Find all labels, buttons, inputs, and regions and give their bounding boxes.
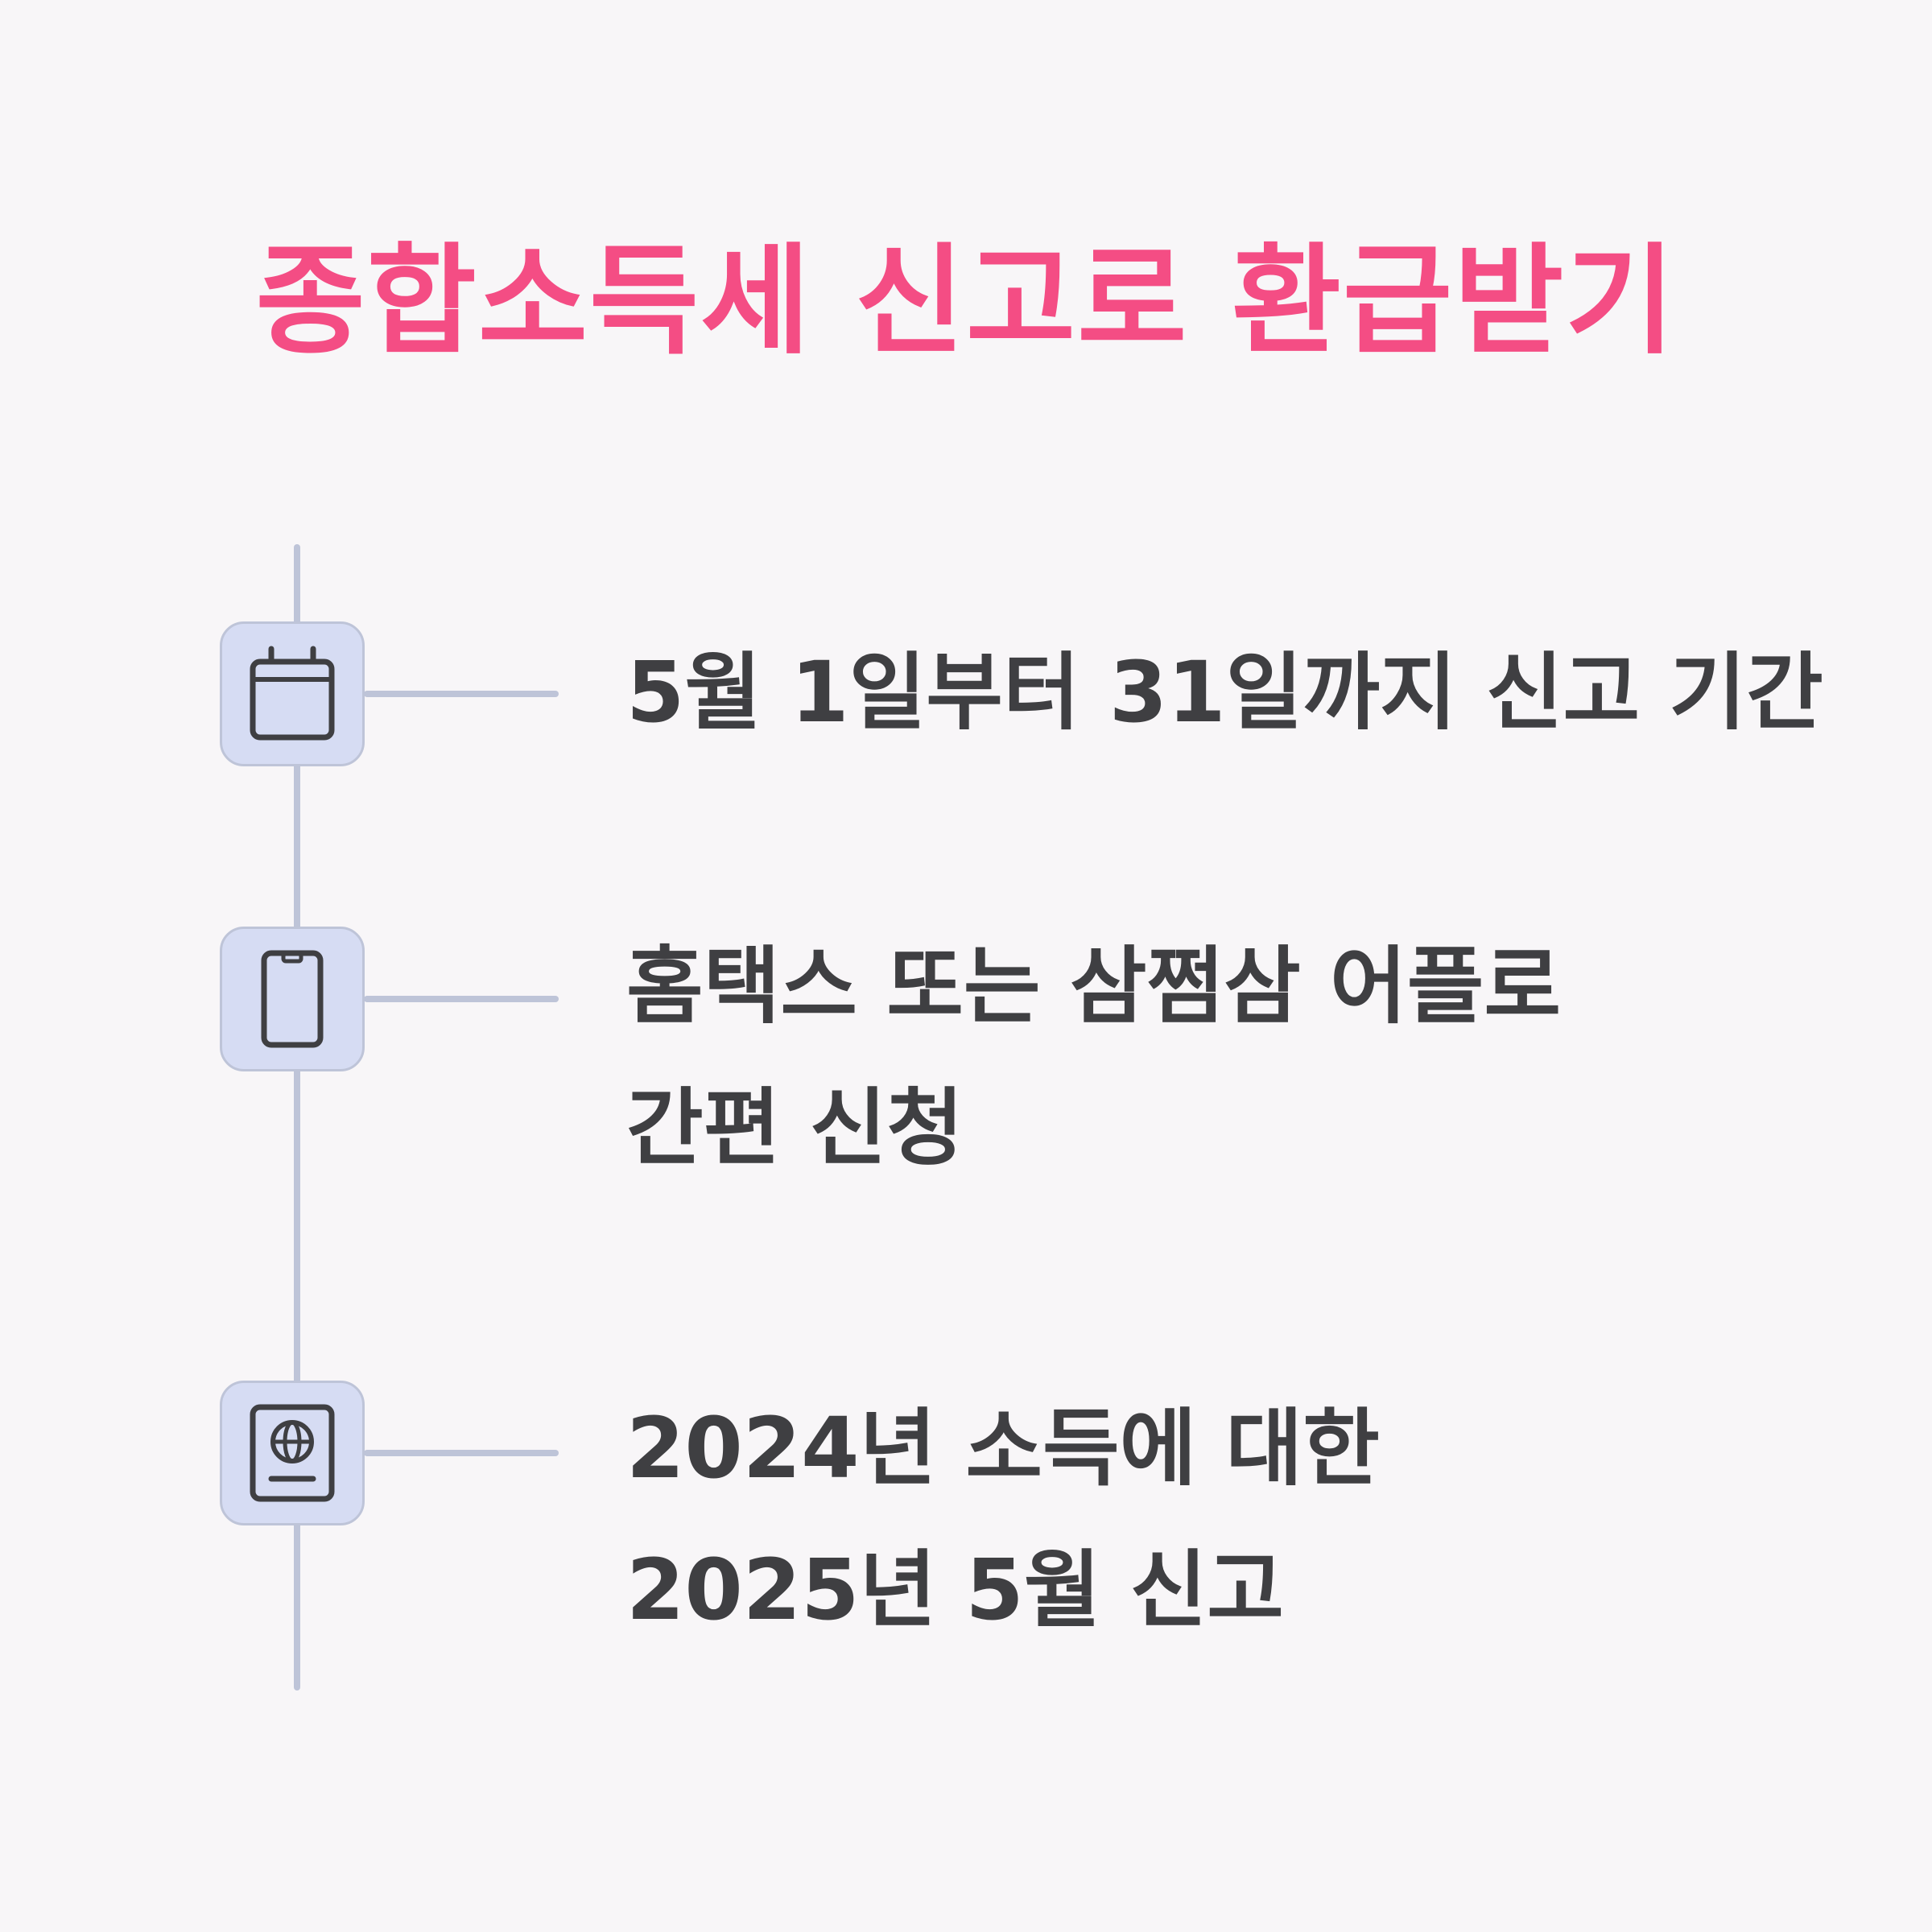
step-2-text: 홈택스 또는 삼쩜삼 어플로 간편 신청 [626, 915, 1834, 1199]
timeline-vertical-line [294, 544, 300, 1690]
calendar-icon [250, 646, 335, 741]
page-title: 종합소득세 신고로 환급받기 [255, 232, 1677, 370]
step-3-line-1: 2024년 소득에 대한 [626, 1399, 1380, 1497]
smartphone-icon [261, 950, 324, 1048]
passport-icon [250, 1404, 335, 1502]
step-3-line-2: 2025년 5월 신고 [626, 1541, 1284, 1639]
step-1-text: 5월 1일부터 31일까지 신고 기간 [626, 621, 1834, 763]
step-2-icon-box [220, 927, 365, 1071]
timeline-connector-1 [364, 691, 559, 697]
step-1-icon-box [220, 621, 365, 766]
step-3-icon-box [220, 1381, 365, 1525]
step-2-line-2: 간편 신청 [626, 1079, 964, 1177]
step-2-line-1: 홈택스 또는 삼쩜삼 어플로 [626, 937, 1562, 1035]
timeline-connector-2 [364, 996, 559, 1002]
timeline-connector-3 [364, 1450, 559, 1456]
step-1-line-1: 5월 1일부터 31일까지 신고 기간 [626, 643, 1823, 741]
step-3-text: 2024년 소득에 대한 2025년 5월 신고 [626, 1377, 1834, 1661]
